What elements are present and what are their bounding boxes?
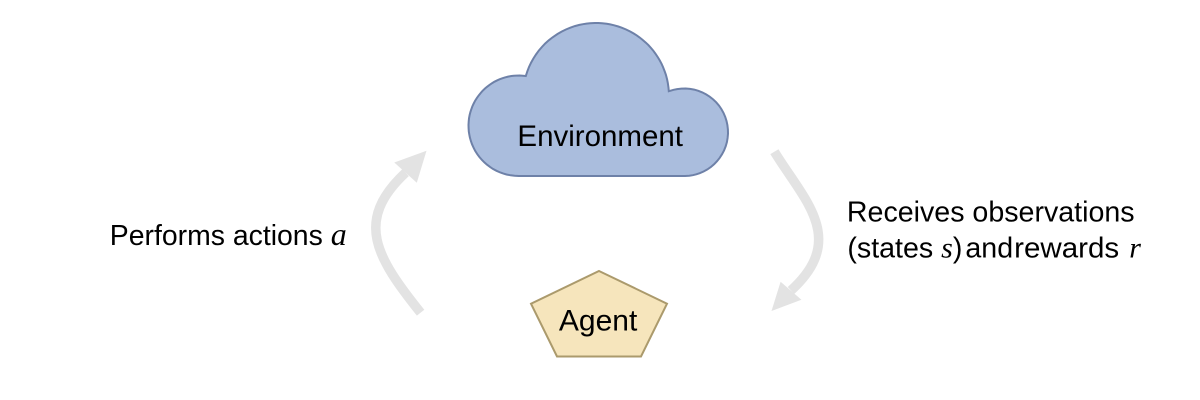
svg-text:and: and bbox=[965, 232, 1013, 264]
svg-text:r: r bbox=[1129, 231, 1141, 264]
svg-text:Performs actions a: Performs actions a bbox=[110, 216, 347, 252]
svg-text:Agent: Agent bbox=[559, 304, 638, 337]
svg-text:rewards: rewards bbox=[1014, 232, 1119, 264]
svg-text:Receives observations: Receives observations bbox=[847, 197, 1135, 229]
svg-text:(states s): (states s) bbox=[847, 231, 962, 264]
svg-text:Environment: Environment bbox=[517, 120, 683, 153]
